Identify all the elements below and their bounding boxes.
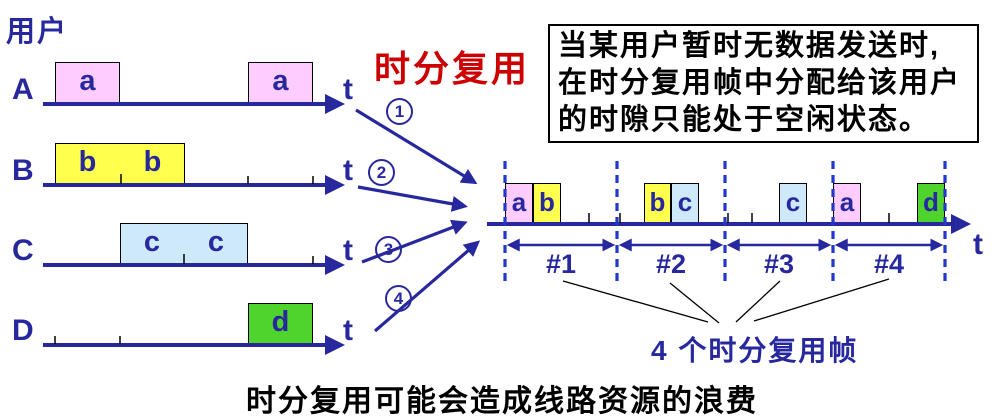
mux-f4-slot-d <box>917 183 945 222</box>
note-line-2: 在时分复用帧中分配给该用户 <box>558 67 962 99</box>
frame-label-2: #2 <box>655 249 687 279</box>
fan-line-3 <box>735 280 781 323</box>
user-label-d: D <box>12 314 34 347</box>
axis-t-label-d: t <box>343 314 353 347</box>
mux-f4-a-label: a <box>839 186 855 217</box>
frame-fan-lines <box>562 278 890 324</box>
axis-t-label-mux: t <box>973 228 983 261</box>
user-label-a: A <box>12 73 34 106</box>
block-b2-label: b <box>143 145 162 178</box>
block-a2-label: a <box>272 64 289 97</box>
slot-tick-marks <box>54 174 890 344</box>
users-heading: 用户 <box>6 16 69 48</box>
block-d <box>248 303 313 343</box>
fan-line-4 <box>753 278 890 322</box>
mux-f3-c-label: c <box>785 186 801 217</box>
axis-t-label-c: t <box>343 234 353 267</box>
axis-t-label-b: t <box>343 154 353 187</box>
bottom-caption: 时分复用可能会造成线路资源的浪费 <box>246 385 758 418</box>
mux-f4-d-label: d <box>923 186 939 217</box>
block-b1-label: b <box>78 145 97 178</box>
frame-label-1: #1 <box>545 249 577 279</box>
mux-f2-slot-c <box>671 183 699 222</box>
mux-f1-a-label: a <box>511 186 527 217</box>
note-box: 当某用户暂时无数据发送时, 在时分复用帧中分配给该用户 的时隙只能处于空闲状态。 <box>548 24 979 143</box>
fan-line-2 <box>669 282 720 324</box>
axis-t-label-a: t <box>343 73 353 106</box>
block-a2 <box>248 62 313 102</box>
converge-arrow-2 <box>357 185 468 212</box>
block-c2-label: c <box>207 225 225 258</box>
mux-f2-c-label: c <box>677 186 693 217</box>
mux-f2-b-label: b <box>649 186 666 217</box>
mux-f3-slot-c <box>779 183 807 222</box>
circled-number-3: 3 <box>375 236 402 263</box>
block-b-double <box>55 143 185 183</box>
frame-boundary-dashed-lines <box>503 161 947 282</box>
mux-converging-arrows <box>355 108 481 333</box>
block-a1 <box>55 62 120 102</box>
frames-count-caption: 4 个时分复用帧 <box>651 335 859 366</box>
mux-f1-b-label: b <box>539 186 555 217</box>
circled-number-2: 2 <box>368 159 395 186</box>
frame-label-4: #4 <box>873 249 905 279</box>
user-label-c: C <box>12 234 34 267</box>
mux-f2-slot-b <box>644 183 671 222</box>
converge-arrow-4 <box>373 240 481 333</box>
user-label-b: B <box>12 154 34 187</box>
mux-f1-slot-b <box>533 183 561 222</box>
block-d-label: d <box>271 305 290 338</box>
note-line-3: 的时隙只能处于空闲状态。 <box>558 104 931 136</box>
block-a1-label: a <box>79 64 96 97</box>
circled-number-4: 4 <box>385 285 412 312</box>
fan-line-1 <box>562 280 709 323</box>
circled-number-1: 1 <box>386 98 413 125</box>
user-timeline-axes <box>43 94 345 355</box>
converge-arrow-1 <box>355 108 478 185</box>
mux-f4-slot-a <box>833 183 861 222</box>
block-c1-label: c <box>143 225 161 258</box>
note-line-1: 当某用户暂时无数据发送时, <box>558 30 941 62</box>
mux-f1-slot-a <box>505 183 533 222</box>
frame-label-3: #3 <box>763 249 795 279</box>
diagram-title: 时分复用 <box>374 48 531 89</box>
